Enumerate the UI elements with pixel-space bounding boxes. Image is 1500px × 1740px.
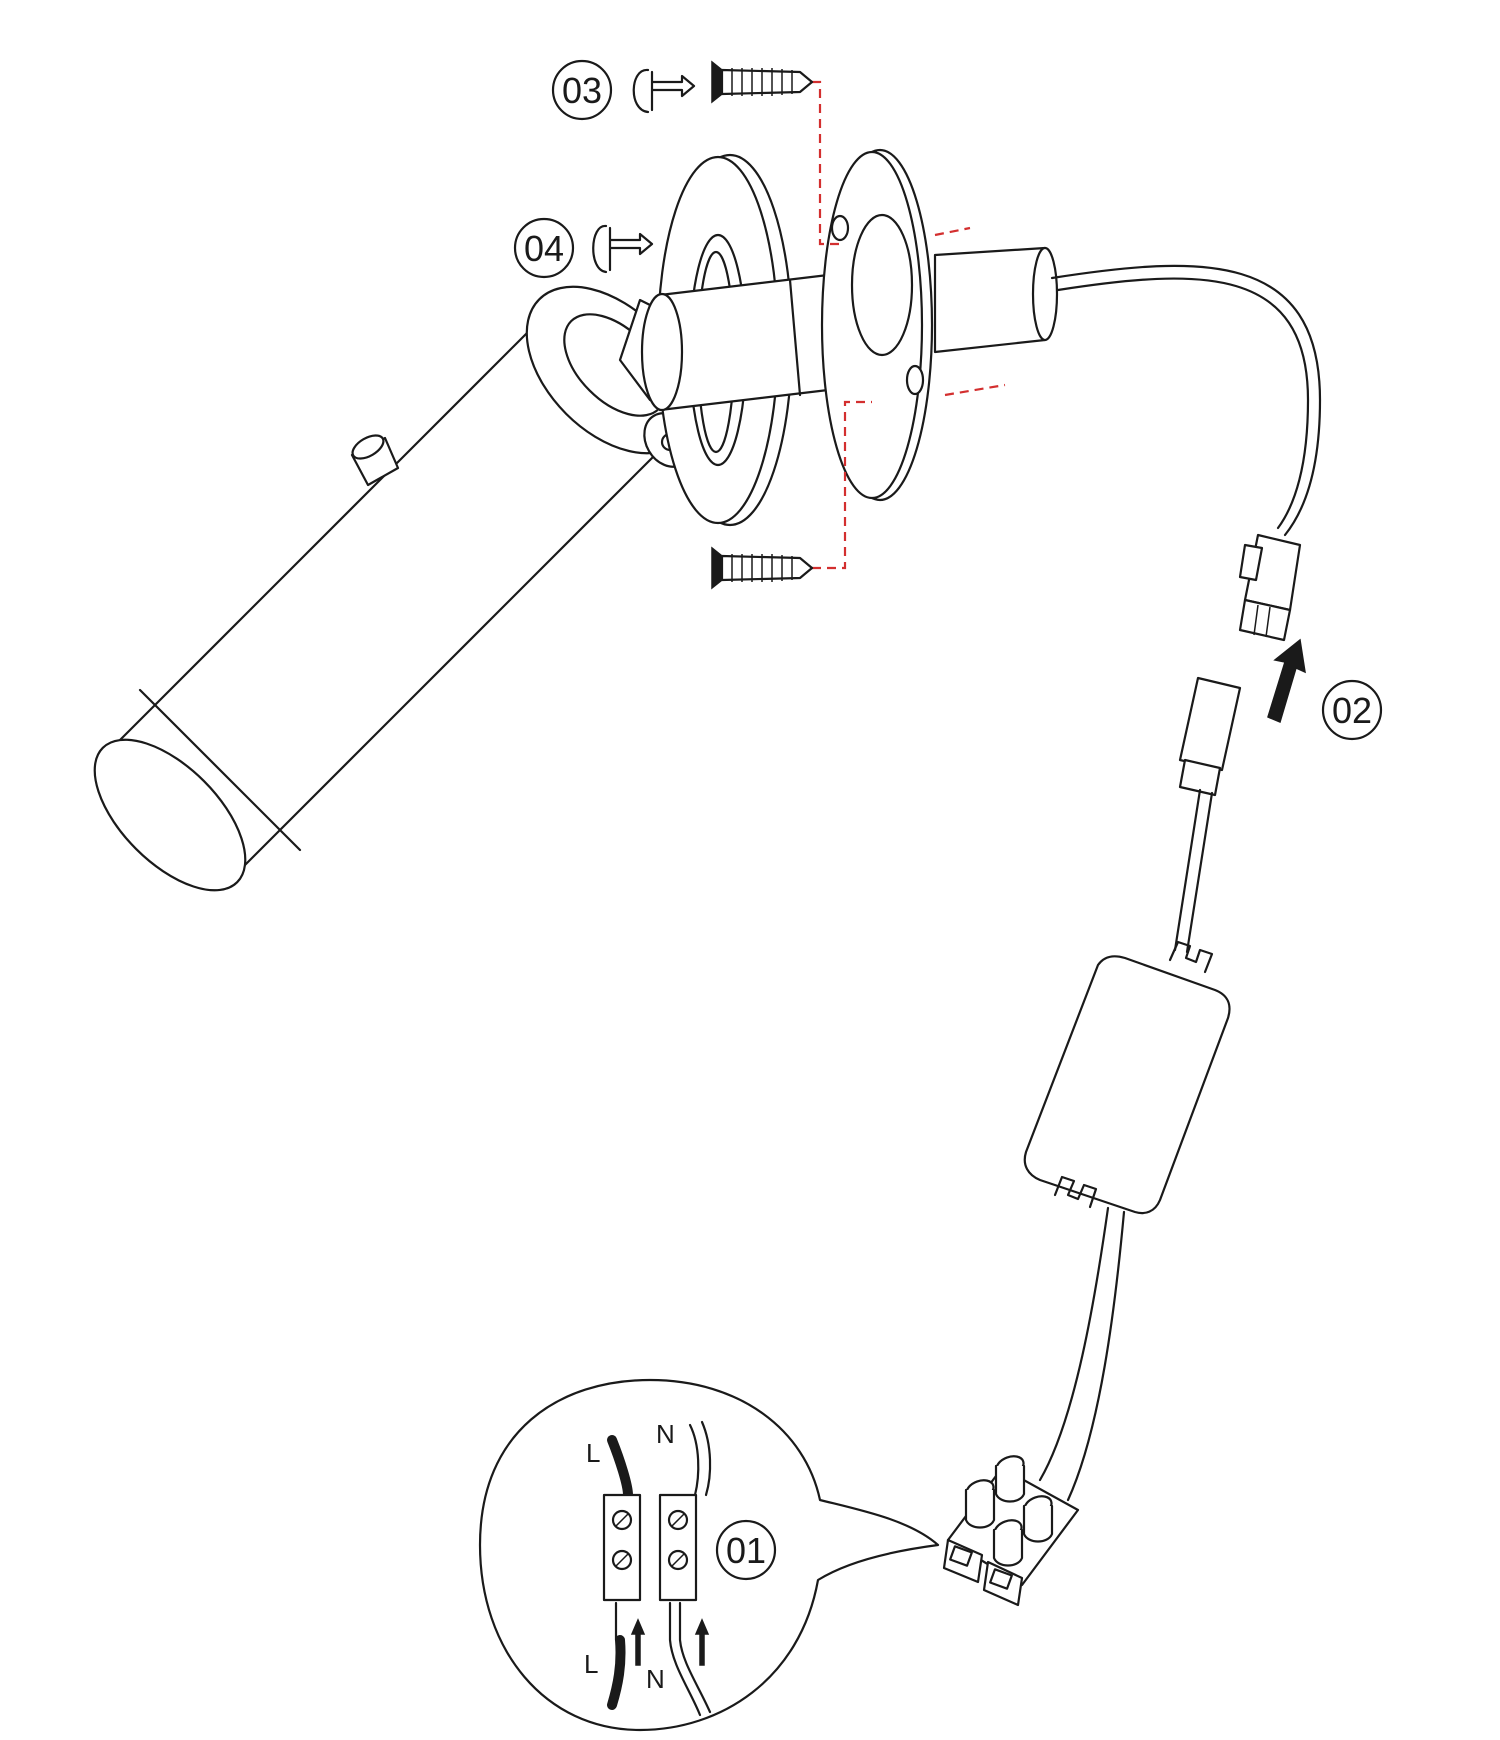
wall-plate bbox=[820, 148, 934, 502]
terminal-block bbox=[942, 1455, 1080, 1607]
power-cable-upper bbox=[1050, 264, 1322, 537]
screwdriver-icon bbox=[632, 68, 696, 114]
connector-socket-lower bbox=[1173, 676, 1242, 954]
rear-cylinder bbox=[933, 246, 1059, 354]
step-01-marker bbox=[715, 1519, 777, 1581]
wire-label-neutral-top: N bbox=[656, 1419, 675, 1449]
neutral-terminal bbox=[658, 1493, 698, 1602]
power-cable-lower bbox=[1038, 1206, 1110, 1482]
step-03-marker: 03 bbox=[551, 59, 696, 121]
step-02-marker: 02 bbox=[1267, 638, 1383, 741]
live-terminal bbox=[602, 1493, 642, 1602]
wire-label-live-bottom: L bbox=[584, 1649, 598, 1679]
insert-arrow-icon bbox=[630, 1618, 646, 1666]
step-03-label: 03 bbox=[562, 70, 602, 111]
step-01-label: 01 bbox=[726, 1530, 766, 1571]
callout-bubble bbox=[478, 1378, 940, 1732]
step-02-label: 02 bbox=[1332, 690, 1372, 731]
screw-bottom bbox=[711, 546, 814, 590]
insert-arrow-icon bbox=[694, 1618, 710, 1666]
screw-top bbox=[711, 60, 814, 104]
led-driver-box bbox=[1023, 940, 1231, 1215]
step-04-marker: 04 bbox=[513, 217, 654, 279]
step-04-label: 04 bbox=[524, 228, 564, 269]
up-arrow-icon bbox=[1267, 638, 1306, 724]
wiring-detail: L N L N 01 bbox=[584, 1419, 777, 1717]
screw-guide-lines bbox=[812, 80, 1006, 570]
wire-label-live-top: L bbox=[586, 1438, 600, 1468]
wire-label-neutral-bottom: N bbox=[646, 1664, 665, 1694]
screwdriver-icon bbox=[592, 224, 654, 274]
connector-plug-upper bbox=[1238, 533, 1302, 642]
